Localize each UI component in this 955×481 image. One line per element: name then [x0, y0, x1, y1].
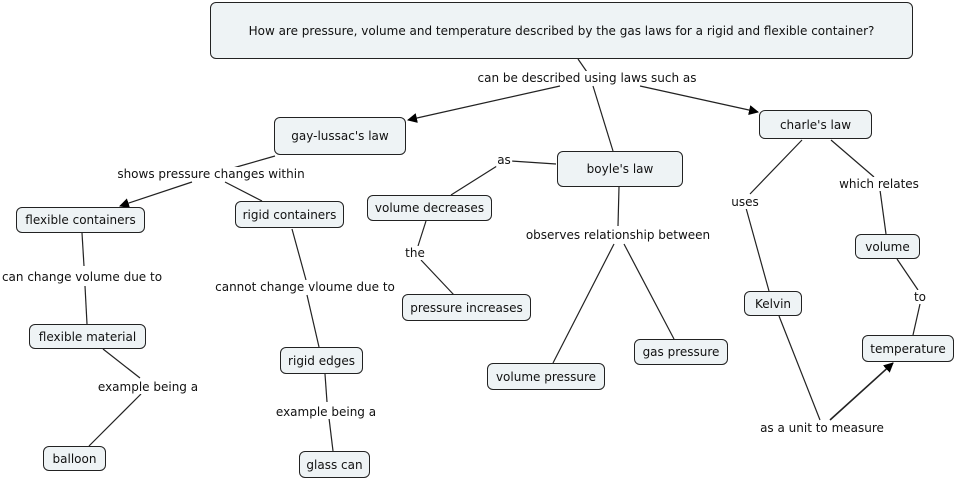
link-line: [291, 228, 307, 281]
concept-root-question[interactable]: How are pressure, volume and temperature…: [210, 2, 913, 59]
concept-charles-law[interactable]: charle's law: [759, 110, 872, 139]
concept-gay-lussacs-law[interactable]: gay-lussac's law: [274, 117, 406, 155]
concept-gas-pressure[interactable]: gas pressure: [634, 339, 728, 365]
link-line: [577, 58, 588, 73]
link-line: [407, 85, 561, 123]
concept-rigid-containers[interactable]: rigid containers: [235, 201, 344, 228]
link-line: [912, 303, 921, 336]
link-line: [81, 232, 85, 267]
link-line: [84, 285, 88, 325]
link-line: [896, 258, 919, 291]
linking-phrase[interactable]: as: [496, 153, 512, 167]
concept-volume-decreases[interactable]: volume decreases: [367, 195, 492, 221]
concept-rigid-edges[interactable]: rigid edges: [280, 347, 363, 374]
link-line: [324, 373, 328, 403]
link-line: [417, 220, 427, 247]
concept-kelvin[interactable]: Kelvin: [744, 291, 802, 316]
linking-phrase[interactable]: cannot change vloume due to: [214, 280, 396, 294]
concept-label: temperature: [870, 341, 946, 356]
concept-temperature[interactable]: temperature: [862, 335, 954, 362]
link-line: [420, 259, 455, 296]
concept-label: gas pressure: [642, 345, 720, 359]
concept-pressure-increases[interactable]: pressure increases: [402, 294, 531, 321]
link-line: [830, 139, 875, 178]
concept-label: gay-lussac's law: [291, 129, 389, 143]
link-line: [623, 243, 675, 340]
linking-phrase[interactable]: shows pressure changes within: [116, 167, 306, 181]
linking-phrase[interactable]: can be described using laws such as: [476, 71, 698, 85]
concept-label: rigid containers: [242, 207, 337, 222]
concept-label: charle's law: [779, 117, 852, 132]
linking-phrase[interactable]: uses: [730, 195, 760, 209]
concept-label: volume pressure: [495, 369, 597, 384]
root-question-text: How are pressure, volume and temperature…: [248, 23, 875, 38]
concept-label: glass can: [306, 457, 363, 472]
link-line: [306, 294, 320, 348]
linking-phrase[interactable]: observes relationship between: [524, 228, 712, 242]
concept-label: boyle's law: [586, 162, 654, 176]
link-line: [552, 243, 615, 364]
concept-label: volume decreases: [374, 201, 485, 215]
linking-phrase[interactable]: as a unit to measure: [759, 421, 885, 435]
concept-label: volume: [865, 239, 910, 254]
link-line: [745, 207, 770, 292]
concept-volume[interactable]: volume: [855, 234, 920, 259]
linking-phrase[interactable]: the: [404, 246, 426, 260]
link-line: [450, 165, 498, 196]
concept-label: flexible material: [38, 329, 137, 344]
linking-phrase[interactable]: example being a: [96, 380, 200, 394]
link-line: [639, 85, 759, 115]
concept-label: Kelvin: [754, 296, 792, 311]
concept-label: rigid edges: [288, 353, 355, 368]
link-line: [102, 348, 141, 379]
link-line: [879, 189, 887, 235]
link-line: [119, 181, 193, 208]
linking-phrase[interactable]: example being a: [274, 405, 378, 419]
linking-phrase[interactable]: can change volume due to: [0, 270, 164, 284]
link-line: [592, 85, 614, 152]
concept-balloon[interactable]: balloon: [43, 446, 106, 471]
linking-phrase[interactable]: which relates: [838, 177, 920, 191]
concept-flexible-containers[interactable]: flexible containers: [16, 207, 145, 233]
concept-boyles-law[interactable]: boyle's law: [557, 151, 683, 187]
link-line: [749, 139, 803, 195]
link-line: [617, 186, 620, 227]
link-line: [510, 160, 557, 165]
link-line: [224, 181, 263, 202]
concept-label: balloon: [52, 451, 97, 466]
concept-volume-pressure[interactable]: volume pressure: [487, 363, 605, 390]
link-line: [232, 155, 276, 169]
link-line: [328, 417, 334, 452]
link-line: [778, 315, 821, 421]
link-line: [88, 393, 142, 447]
concept-label: flexible containers: [25, 213, 136, 227]
concept-label: pressure increases: [410, 300, 523, 315]
linking-phrase[interactable]: to: [912, 290, 928, 304]
concept-flexible-material[interactable]: flexible material: [29, 324, 146, 349]
concept-glass-can[interactable]: glass can: [299, 451, 370, 478]
link-line: [829, 362, 894, 421]
